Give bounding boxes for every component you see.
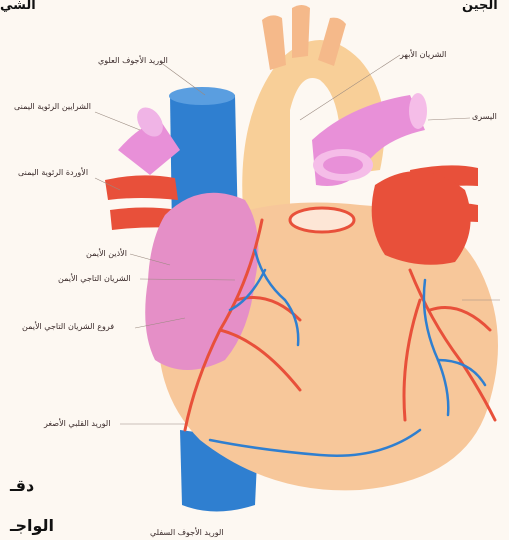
label-inferior-vena-cava: الوريد الأجوف السفلي [150,528,223,537]
label-small-cardiac-vein: الوريد القلبي الأصغر [44,419,110,428]
edge-text-bottom-left-1: دقـ [10,476,34,495]
label-left-pulmonary-artery: اليسرى [472,112,497,121]
label-right-pulmonary-artery: الشرايين الرئوية اليمنى [14,102,91,111]
edge-text-top-right: الجين [462,0,498,13]
label-right-coronary-artery: الشريان التاجي الأيمن [58,274,131,283]
right-pulmonary-veins-shape [105,175,178,200]
left-atrium-shape [372,171,471,265]
label-superior-vena-cava: الوريد الأجوف العلوي [98,56,168,65]
edge-text-bottom-left-2: الواجـ [10,516,54,535]
edge-text-top-left: الشي [0,0,36,13]
label-right-atrium: الأذين الأيمن [86,249,127,258]
label-aorta: الشريان الأبهر [400,50,446,59]
label-right-pulmonary-veins: الأوردة الرئوية اليمنى [18,168,88,177]
label-right-coronary-branch: فروع الشريان التاجي الأيمن [22,322,114,331]
